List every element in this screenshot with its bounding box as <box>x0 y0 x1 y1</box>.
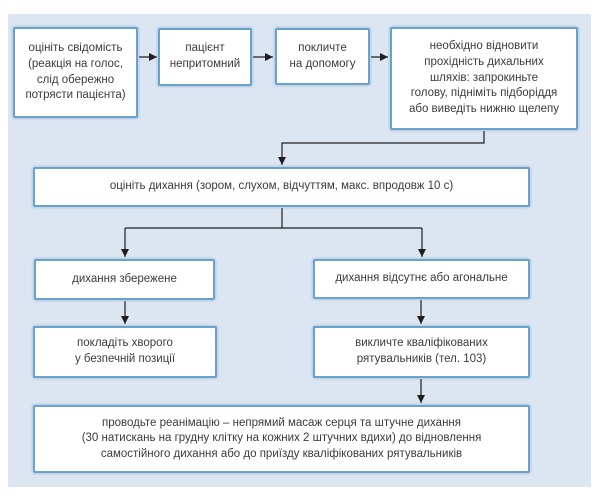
node-recovery-position: покладіть хворого у безпечній позиції <box>33 326 217 378</box>
node-assess-breathing: оцініть дихання (зором, слухом, відчуття… <box>33 167 530 207</box>
node-patient-unconscious: пацієнт непритомний <box>158 28 252 86</box>
node-breathing-preserved: дихання збережене <box>34 259 215 300</box>
node-assess-consciousness: оцініть свідомість (реакція на голос, сл… <box>13 27 138 118</box>
node-restore-airway: необхідно відновити прохідність дихальни… <box>390 27 578 130</box>
node-call-for-help: покличте на допомогу <box>275 28 370 85</box>
node-perform-cpr: проводьте реанімацію – непрямий масаж се… <box>33 405 530 473</box>
node-breathing-absent: дихання відсутнє або агональне <box>313 259 530 299</box>
node-call-rescuers: викличте кваліфікованих рятувальників (т… <box>313 326 530 378</box>
